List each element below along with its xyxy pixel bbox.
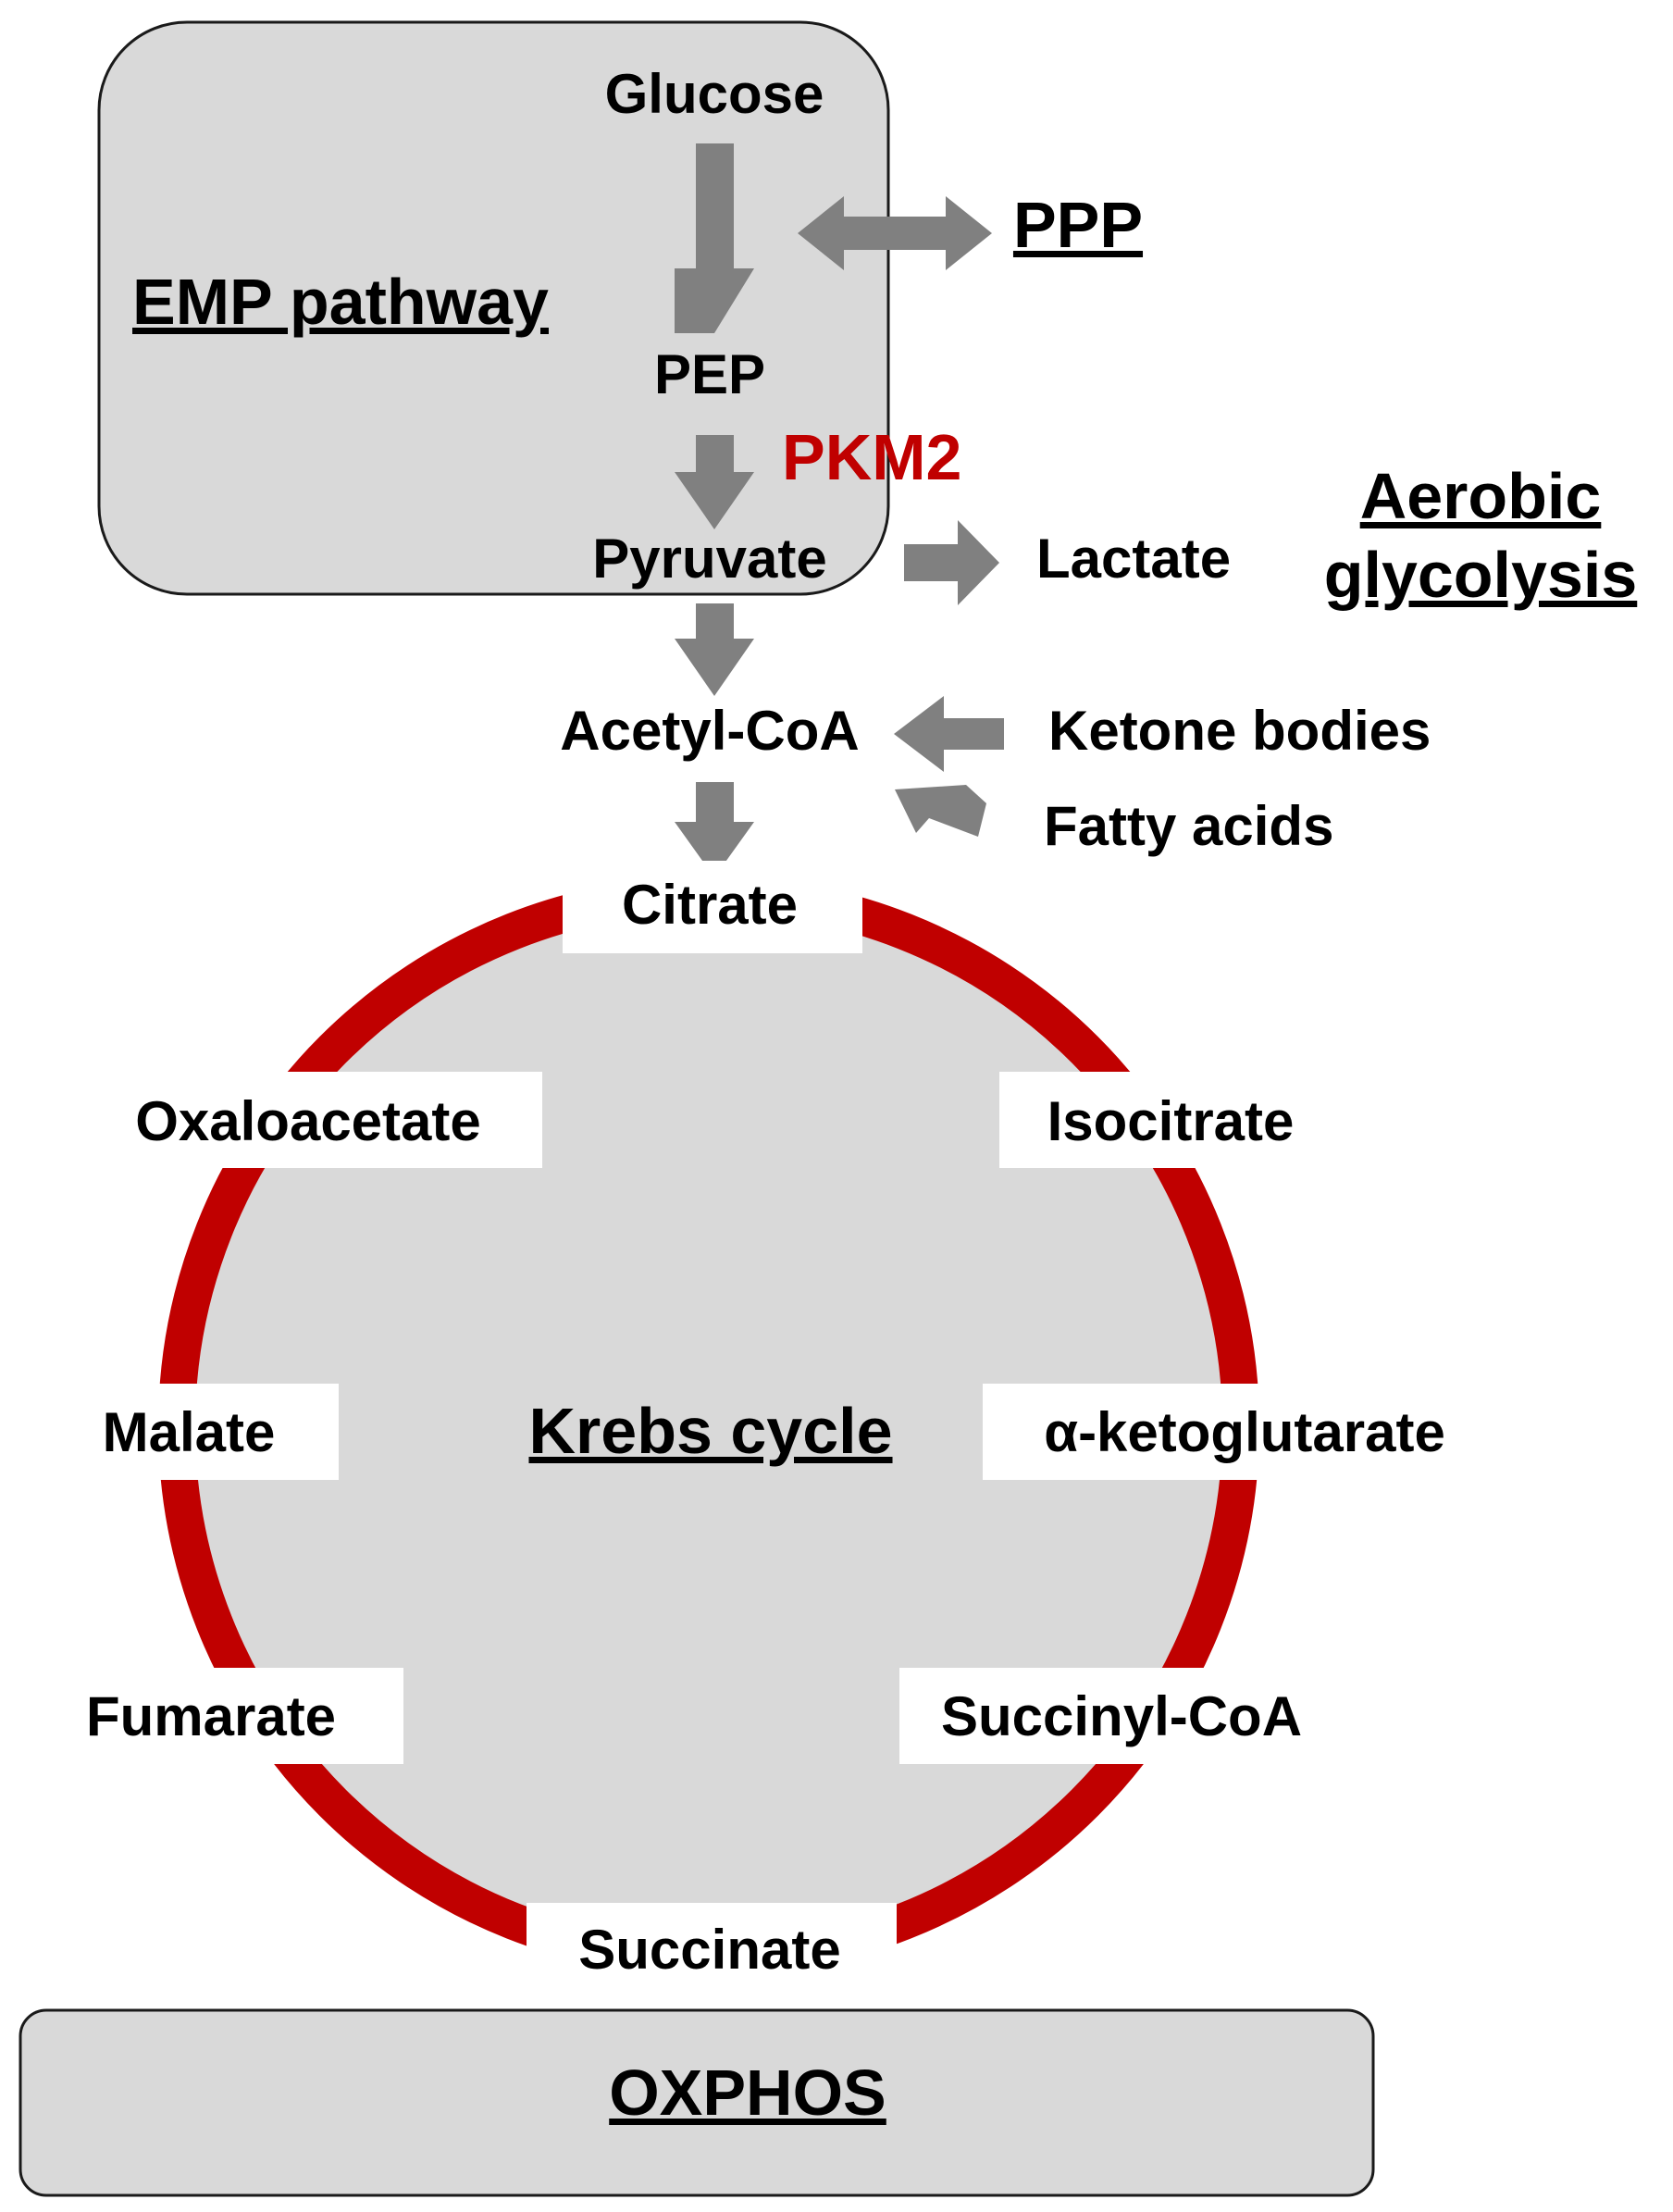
arrow-glucose-to-pep bbox=[675, 143, 754, 333]
emp-pathway-title: EMP pathway bbox=[132, 266, 549, 338]
ppp-label: PPP bbox=[1013, 189, 1143, 261]
fatty-acids-label: Fatty acids bbox=[1044, 795, 1333, 857]
alpha-ketoglutarate-label: α-ketoglutarate bbox=[1044, 1401, 1445, 1463]
arrow-ketone-bodies-to-acetylcoa bbox=[894, 696, 1004, 772]
akg-label-box bbox=[983, 1384, 1371, 1480]
succinyl-coa-label-box bbox=[899, 1668, 1334, 1764]
oxaloacetate-label: Oxaloacetate bbox=[135, 1090, 481, 1152]
glucose-label: Glucose bbox=[605, 63, 824, 125]
fumarate-label-box bbox=[56, 1668, 403, 1764]
ppp-double-arrow bbox=[798, 196, 992, 270]
oxphos-label: OXPHOS bbox=[609, 2057, 886, 2129]
malate-label-box bbox=[74, 1384, 339, 1480]
aerobic-glycolysis-line2: glycolysis bbox=[1324, 539, 1638, 611]
oxphos-box bbox=[19, 2008, 1375, 2197]
arrow-pyruvate-to-acetylcoa bbox=[675, 603, 754, 696]
krebs-cycle-title: Krebs cycle bbox=[528, 1395, 892, 1467]
aerobic-glycolysis-line1: Aerobic bbox=[1360, 460, 1602, 532]
succinyl-coa-label: Succinyl-CoA bbox=[941, 1685, 1302, 1747]
pep-label: PEP bbox=[654, 343, 765, 405]
arrow-acetylcoa-to-citrate bbox=[675, 782, 754, 877]
isocitrate-label-box bbox=[999, 1072, 1305, 1168]
arrow-pep-to-pyruvate bbox=[675, 435, 754, 529]
arrow-fatty-acids-to-acetylcoa bbox=[895, 785, 986, 837]
citrate-label: Citrate bbox=[622, 874, 798, 936]
lactate-label: Lactate bbox=[1036, 528, 1231, 590]
succinate-label-box bbox=[527, 1903, 897, 1997]
arrow-pyruvate-to-lactate bbox=[904, 520, 999, 605]
oxaloacetate-label-box bbox=[102, 1072, 542, 1168]
malate-label: Malate bbox=[103, 1401, 276, 1463]
ketone-bodies-label: Ketone bodies bbox=[1048, 700, 1431, 762]
isocitrate-label: Isocitrate bbox=[1047, 1090, 1295, 1152]
acetyl-coa-label: Acetyl-CoA bbox=[560, 700, 859, 762]
pkm2-enzyme-label: PKM2 bbox=[782, 421, 961, 493]
succinate-label: Succinate bbox=[578, 1919, 840, 1981]
citrate-label-box bbox=[563, 861, 862, 953]
emp-pathway-box bbox=[97, 20, 890, 596]
fumarate-label: Fumarate bbox=[86, 1685, 336, 1747]
pyruvate-label: Pyruvate bbox=[592, 528, 826, 590]
